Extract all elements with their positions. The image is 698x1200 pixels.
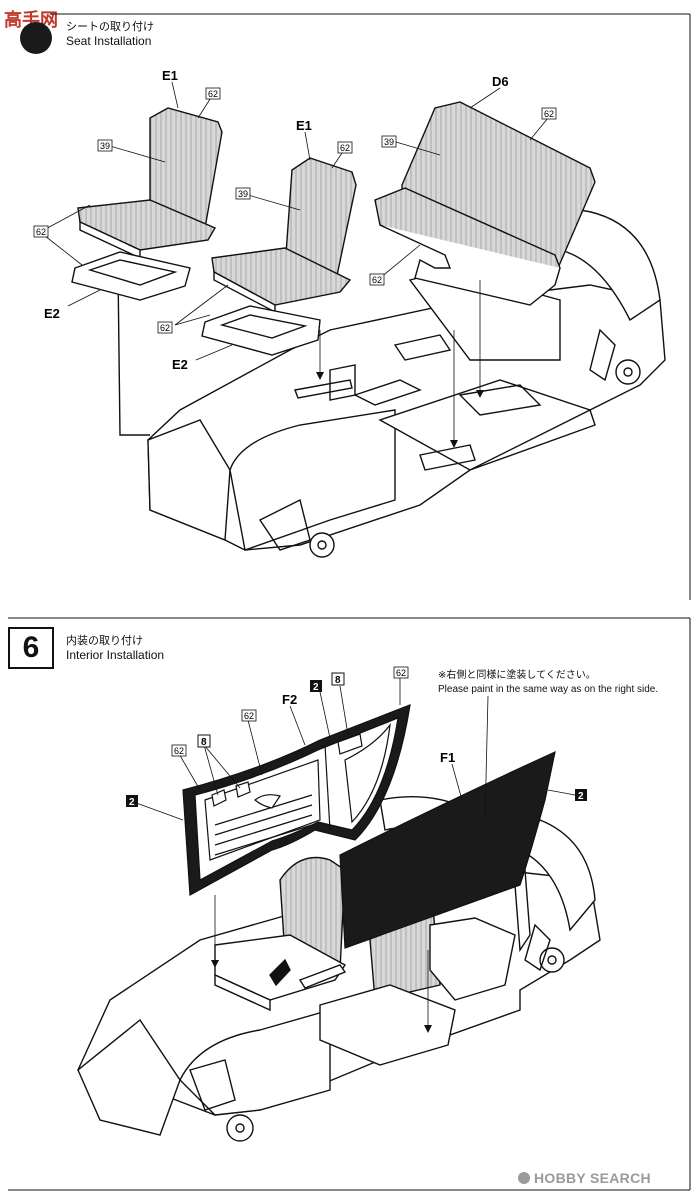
callout-39-c: 39 (384, 137, 394, 147)
step6-header: 内装の取り付け Interior Installation (66, 634, 164, 662)
callout-62-d: 62 (160, 323, 170, 333)
paint-note-en: Please paint in the same way as on the r… (438, 684, 659, 695)
callout-d6: D6 (492, 74, 509, 89)
callout-39-b: 39 (238, 189, 248, 199)
step5-seat-left (71, 107, 223, 301)
callout-8-b: 8 (335, 675, 341, 686)
step6-callouts: 2 62 8 62 F2 2 8 62 F1 2 (126, 666, 587, 808)
paint-note-jp: ※右側と同様に塗装してください。 (438, 670, 596, 681)
step6-title-en: Interior Installation (66, 648, 165, 662)
step5-number-disc (20, 22, 52, 54)
step6-number-box: 6 (8, 627, 54, 669)
step6-door-panel-f2 (182, 704, 411, 896)
callout-62-c: 62 (396, 668, 406, 678)
step5-title-jp: シートの取り付け (66, 20, 154, 33)
step5-arrowheads (316, 372, 484, 448)
callout-f1: F1 (440, 750, 455, 765)
callout-62-e: 62 (544, 109, 554, 119)
callout-e1-mid: E1 (296, 118, 312, 133)
callout-62-a: 62 (208, 89, 218, 99)
paint-note: ※右側と同様に塗装してください。 Please paint in the sam… (438, 669, 658, 697)
step6-side-panel-f1 (339, 750, 556, 949)
callout-62-b: 62 (244, 711, 254, 721)
callout-8-a: 8 (201, 737, 207, 748)
step5-header: シートの取り付け Seat Installation (66, 20, 154, 48)
step5-chassis (117, 209, 666, 558)
watermark-icon (518, 1172, 530, 1184)
callout-e2-mid: E2 (172, 357, 188, 372)
hobby-search-watermark: HOBBY SEARCH (534, 1170, 651, 1186)
callout-39-a: 39 (100, 141, 110, 151)
callout-2-a: 2 (129, 797, 135, 808)
callout-62-f: 62 (372, 275, 382, 285)
step6-front-seats (214, 856, 531, 1066)
step6-arrowheads (211, 960, 432, 1033)
callout-2-b: 2 (313, 682, 319, 693)
callout-e1-left: E1 (162, 68, 178, 83)
step5-seat-middle (201, 157, 357, 356)
callout-62-b: 62 (36, 227, 46, 237)
step5-title-en: Seat Installation (66, 34, 152, 48)
step5-seat-bench (374, 101, 596, 306)
callout-e2-left: E2 (44, 306, 60, 321)
step5-callouts: E1 62 39 62 E2 E1 62 39 62 E2 D6 62 39 6… (33, 68, 557, 372)
step6-title-jp: 内装の取り付け (66, 634, 143, 647)
callout-62-c: 62 (340, 143, 350, 153)
callout-f2: F2 (282, 692, 297, 707)
callout-2-c: 2 (578, 791, 584, 802)
step6-leader-lines (127, 678, 576, 1030)
callout-62-a: 62 (174, 746, 184, 756)
